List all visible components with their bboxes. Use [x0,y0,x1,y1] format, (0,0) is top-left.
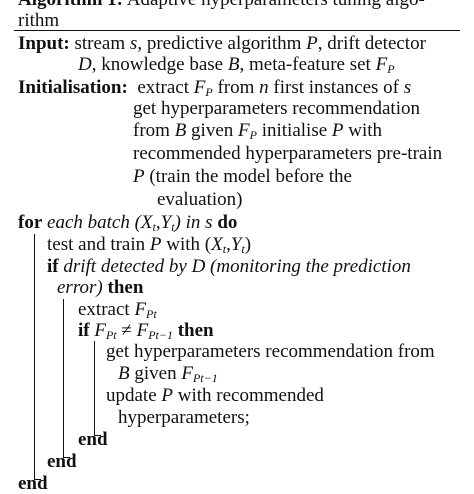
input-line-1: Input: stream s, predictive algorithm P,… [18,33,426,54]
if-keyword: if [47,256,59,277]
do-keyword: do [217,212,238,233]
for-block-tick [34,479,41,480]
init-line-1: Initialisation: extract FP from n first … [18,77,412,99]
input-line-2: D, knowledge base B, meta-feature set FP [78,54,395,76]
if2-block-tick [94,435,101,436]
update-line-2: hyperparameters; [118,407,250,428]
end-if2: end [78,429,108,450]
for-block-bar [34,234,35,479]
input-text-1: stream s, predictive algorithm P, drift … [74,33,426,54]
if-line-2: error) then [57,277,143,298]
if-condition-2: error) [57,277,103,298]
if-block-tick [63,457,70,458]
for-keyword: for [18,212,43,233]
if2-block-bar [94,341,95,435]
update-line-1: update P with recommended [106,385,324,406]
for-line: for each batch (Xt,Yt) in s do [18,212,238,234]
init-line-3: from B given FP initialise P with [133,120,383,142]
extract-line: extract FPt [78,299,157,321]
init-line-2: get hyperparameters recommendation [133,98,420,119]
if-block-bar [63,299,64,457]
init-line-4: recommended hyperparameters pre-train [133,143,443,164]
caption-label: Algorithm 1: [18,0,123,10]
if-line-1: if drift detected by D (monitoring the p… [47,256,411,277]
caption-rule [14,30,460,31]
end-if: end [47,451,77,472]
caption-title-line2: rithm [18,10,60,31]
if-condition-1: drift detected by D (monitoring the pred… [63,256,411,277]
init-keyword: Initialisation: [18,77,128,98]
if2-line: if FPt ≠ FPt−1 then [78,320,214,342]
then-keyword: then [107,277,144,298]
rec-line-2: B given FPt−1 [118,363,218,385]
caption-title-line1: Adaptive hyperparameters tuning algo- [127,0,425,10]
init-line-6: evaluation) [157,189,243,210]
test-train-line: test and train P with (Xt,Yt) [47,234,252,256]
init-line-5: P (train the model before the [133,166,352,187]
input-keyword: Input: [18,33,70,54]
end-for: end [18,473,48,494]
algorithm-caption: Algorithm 1: Adaptive hyperparameters tu… [18,0,458,31]
rec-line-1: get hyperparameters recommendation from [106,341,435,362]
